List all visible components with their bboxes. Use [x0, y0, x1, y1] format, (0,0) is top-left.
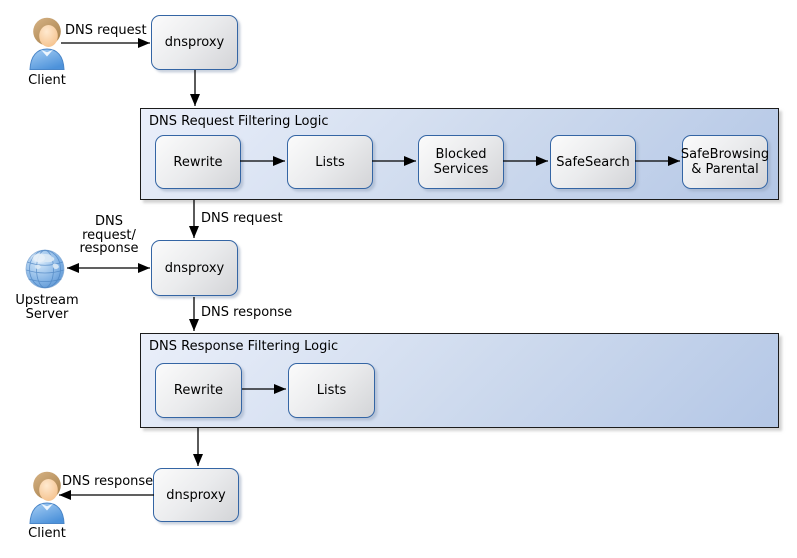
- step-box-safebrowsing-parental: SafeBrowsing & Parental: [681, 135, 769, 189]
- edge-label-dns-response-bottom: DNS response: [62, 474, 154, 489]
- edge-label-dns-request-middle: DNS request: [201, 211, 283, 226]
- edge-label-dns-request-response: DNS request/ response: [79, 214, 139, 256]
- client-bottom-label: Client: [28, 526, 66, 541]
- client-top-label: Client: [28, 73, 66, 88]
- upstream-server-label: Upstream Server: [15, 293, 79, 322]
- step-box-blocked-services: Blocked Services: [418, 135, 504, 189]
- edge-label-dns-request-top: DNS request: [65, 23, 147, 38]
- step-box-lists: Lists: [287, 135, 373, 189]
- globe-icon: [25, 249, 65, 289]
- step-box-safesearch: SafeSearch: [550, 135, 636, 189]
- step-box-rewrite-response: Rewrite: [155, 363, 242, 418]
- response-filtering-title: DNS Response Filtering Logic: [149, 339, 339, 354]
- edge-label-dns-response-middle: DNS response: [201, 305, 293, 320]
- person-icon: [28, 470, 66, 524]
- dnsproxy-node-top: dnsproxy: [151, 15, 238, 70]
- step-box-lists-response: Lists: [288, 363, 375, 418]
- dnsproxy-node-bottom: dnsproxy: [153, 468, 239, 522]
- dnsproxy-node-middle: dnsproxy: [151, 240, 238, 296]
- person-icon: [28, 16, 66, 70]
- request-filtering-title: DNS Request Filtering Logic: [149, 114, 329, 129]
- step-box-rewrite: Rewrite: [155, 135, 241, 189]
- request-filtering-panel: DNS Request Filtering Logic Rewrite List…: [140, 108, 779, 200]
- response-filtering-panel: DNS Response Filtering Logic Rewrite Lis…: [140, 333, 779, 428]
